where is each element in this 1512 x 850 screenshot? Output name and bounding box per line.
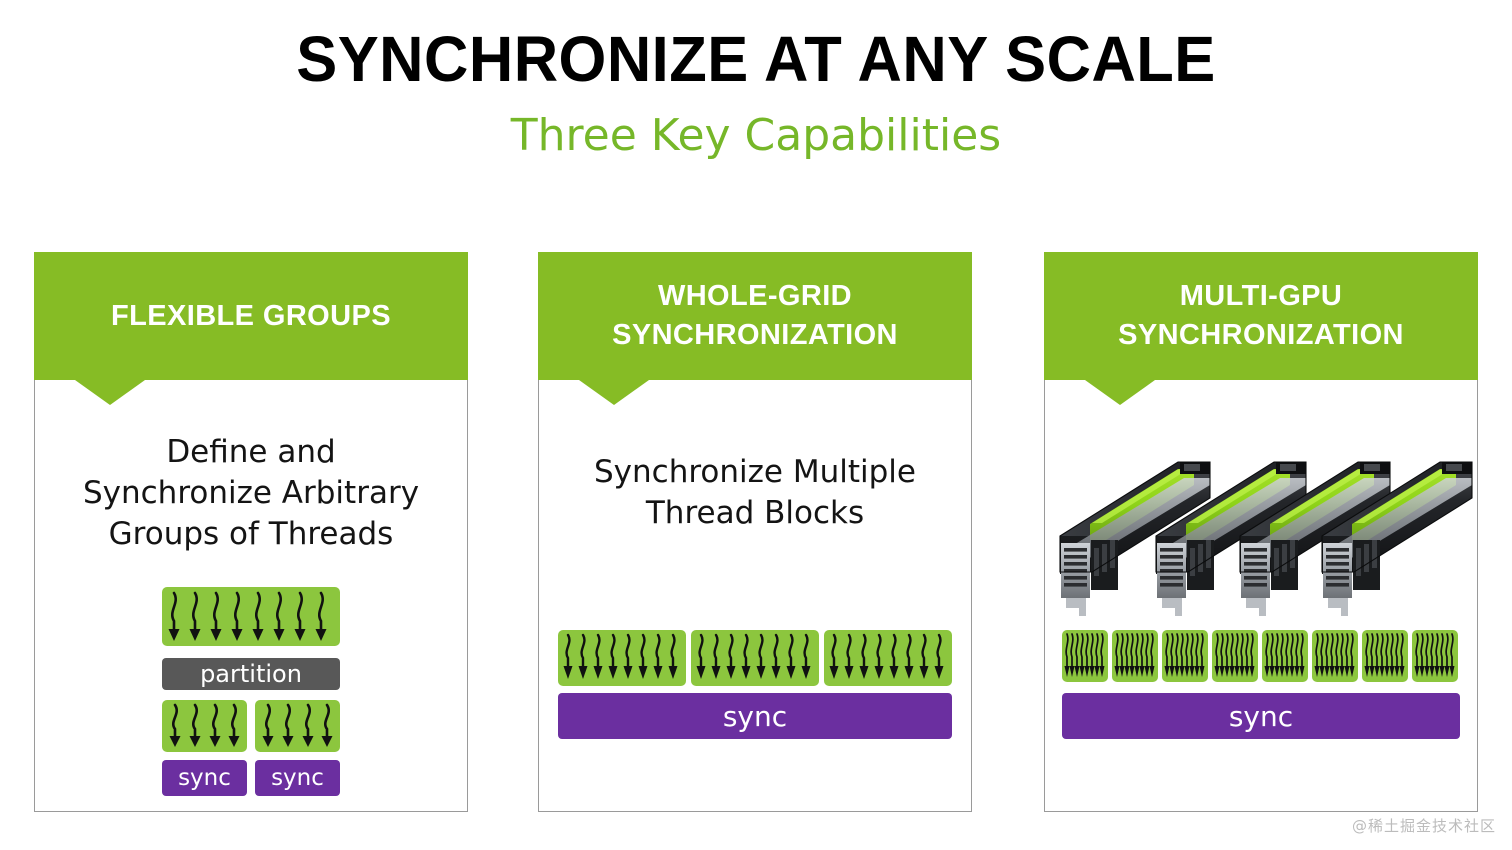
- diagram-whole-grid: sync: [538, 252, 972, 739]
- thread-block: [824, 630, 952, 686]
- page-title: SYNCHRONIZE AT ANY SCALE: [296, 23, 1216, 95]
- capability-card-whole-grid-synchronization: WHOLE-GRID SYNCHRONIZATION Synchronize M…: [538, 252, 972, 812]
- sync-bar-b: sync: [255, 760, 340, 796]
- diagram-multi-gpu: sync: [1044, 252, 1478, 739]
- card-header-notch-icon: [75, 380, 145, 405]
- thread-block: [691, 630, 819, 686]
- sync-bar: sync: [558, 693, 952, 739]
- card-header-label: MULTI-GPU SYNCHRONIZATION: [1118, 280, 1404, 351]
- sync-label: sync: [722, 699, 788, 733]
- thread-block: [1162, 630, 1208, 682]
- sync-label: sync: [271, 765, 324, 791]
- sync-label: sync: [178, 765, 231, 791]
- card-header-label: WHOLE-GRID SYNCHRONIZATION: [612, 280, 898, 351]
- card-caption: Define and Synchronize Arbitrary Groups …: [82, 434, 420, 553]
- page-subtitle: Three Key Capabilities: [510, 110, 1002, 161]
- thread-block: [1062, 630, 1108, 682]
- card-caption: Synchronize Multiple Thread Blocks: [594, 454, 916, 532]
- thread-block: [558, 630, 686, 686]
- card-header-whole-grid: WHOLE-GRID SYNCHRONIZATION: [538, 252, 972, 380]
- thread-block-partition-a: [162, 700, 247, 752]
- card-header-label: FLEXIBLE GROUPS: [111, 299, 391, 332]
- sync-label: sync: [1228, 699, 1294, 733]
- partition-label: partition: [200, 660, 302, 688]
- thread-block: [1312, 630, 1358, 682]
- thread-block-partition-b: [255, 700, 340, 752]
- thread-block: [1212, 630, 1258, 682]
- capability-card-multi-gpu-synchronization: MULTI-GPU SYNCHRONIZATION: [1044, 252, 1478, 812]
- sync-bar: sync: [1062, 693, 1460, 739]
- card-header-multi-gpu: MULTI-GPU SYNCHRONIZATION: [1044, 252, 1478, 380]
- sync-bar-a: sync: [162, 760, 247, 796]
- gpu-card-stack-image: [1054, 430, 1474, 620]
- diagram-flexible-groups: partition: [34, 252, 468, 796]
- thread-block: [1412, 630, 1458, 682]
- thread-block-full: [162, 587, 340, 646]
- thread-block: [1112, 630, 1158, 682]
- card-header-flexible-groups: FLEXIBLE GROUPS: [34, 252, 468, 380]
- thread-block: [1362, 630, 1408, 682]
- capability-card-flexible-groups: FLEXIBLE GROUPS Define and Synchronize A…: [34, 252, 468, 812]
- card-body: [538, 380, 972, 812]
- partition-bar: partition: [162, 658, 340, 690]
- thread-block: [1262, 630, 1308, 682]
- watermark: @稀土掘金技术社区: [1351, 817, 1496, 835]
- card-header-notch-icon: [579, 380, 649, 405]
- card-header-notch-icon: [1085, 380, 1155, 405]
